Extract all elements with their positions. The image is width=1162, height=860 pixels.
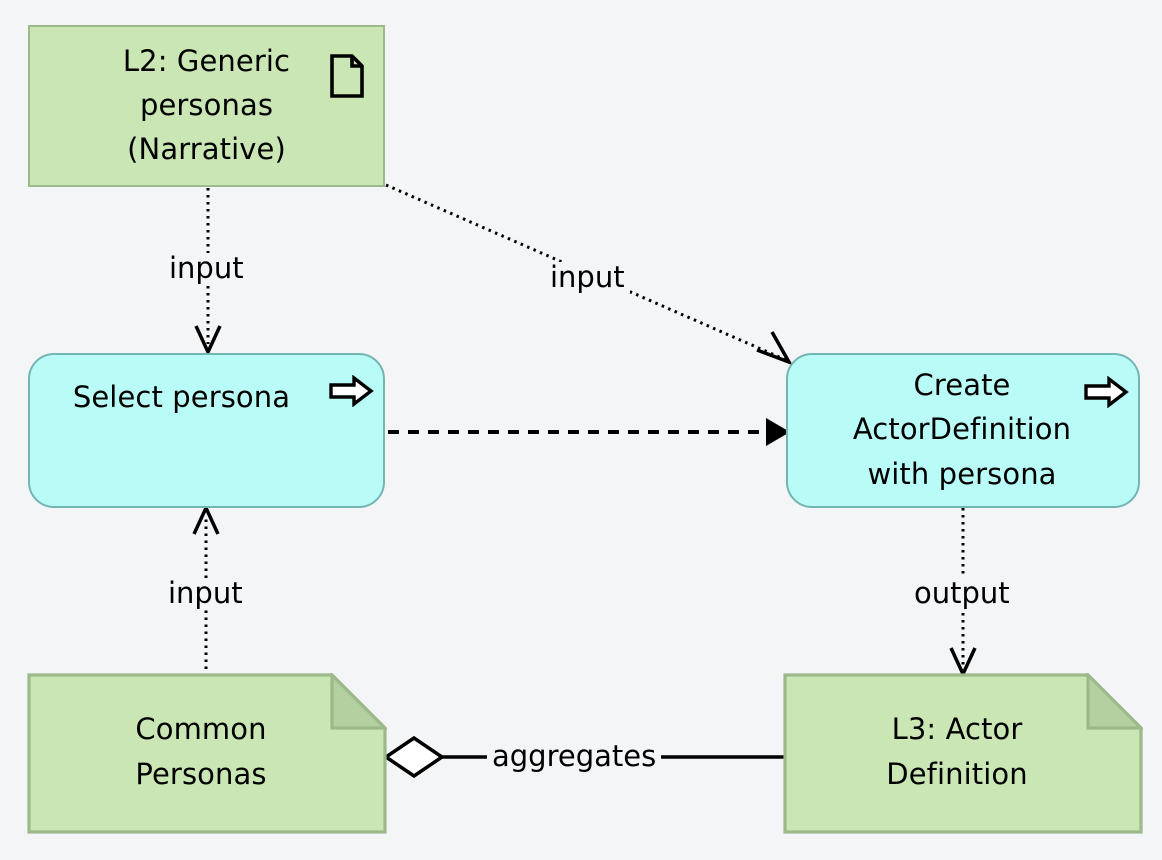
edge-label-input-common-select: input	[163, 578, 248, 609]
node-label-select-persona: Select persona	[72, 380, 291, 415]
block-arrow-right-icon	[1083, 376, 1129, 408]
node-label-create-actordefinition: Create ActorDefinition with persona	[852, 368, 1072, 491]
aggregation-diamond	[382, 735, 446, 779]
note-shape	[783, 673, 1143, 834]
note-shape	[27, 673, 387, 834]
node-common-personas[interactable]: Common Personas	[27, 673, 387, 834]
node-label-l2-generic-personas: L2: Generic personas (Narrative)	[122, 43, 291, 167]
edge-flow-select-persona-to-create-actordefinition	[388, 418, 790, 446]
node-l3-actor-definition[interactable]: L3: Actor Definition	[783, 673, 1143, 834]
node-l2-generic-personas[interactable]: L2: Generic personas (Narrative)	[28, 25, 385, 187]
edge-label-output-create-l3: output	[909, 578, 1015, 609]
node-select-persona[interactable]: Select persona	[28, 353, 385, 508]
node-label-l3-actor-definition: L3: Actor Definition	[886, 712, 1028, 791]
block-arrow-right-icon	[328, 375, 374, 407]
edge-label-input-l2-create: input	[545, 262, 630, 293]
node-label-common-personas: Common Personas	[135, 712, 267, 791]
edge-label-input-l2-select: input	[164, 253, 249, 284]
edge-label-aggregates: aggregates	[487, 741, 662, 772]
document-icon	[329, 53, 365, 99]
node-create-actordefinition[interactable]: Create ActorDefinition with persona	[786, 353, 1140, 508]
